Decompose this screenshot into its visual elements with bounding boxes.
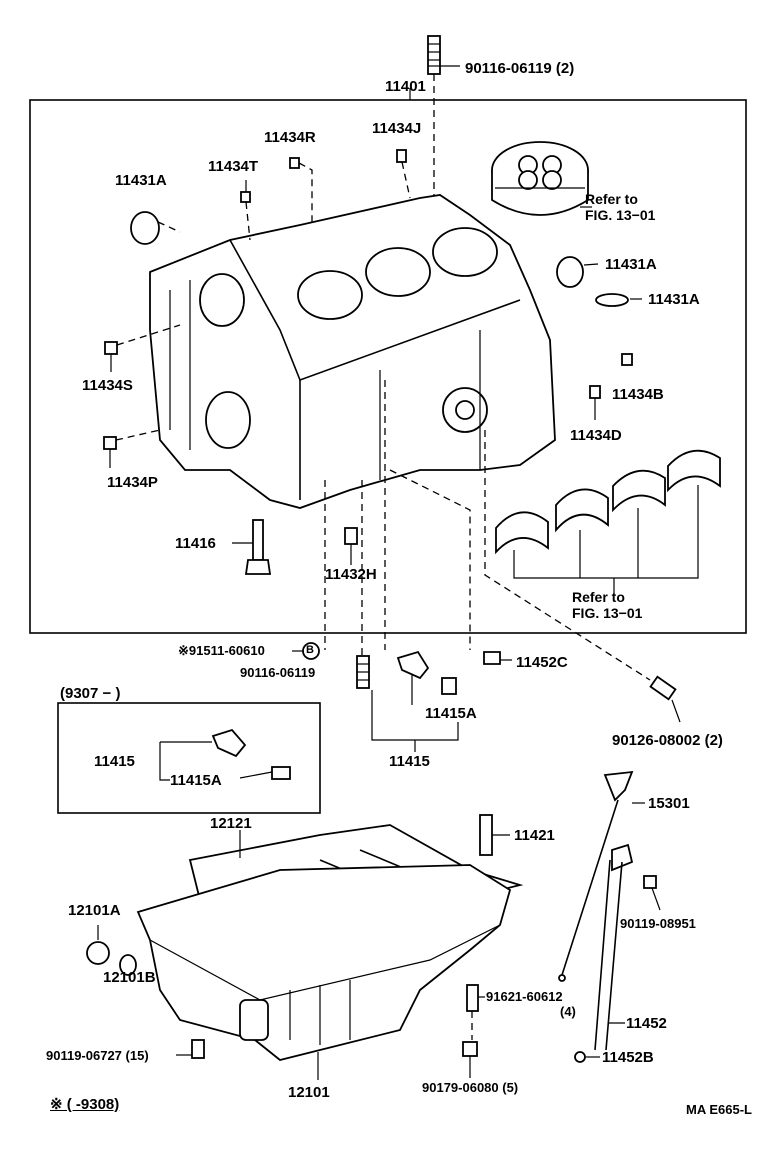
label-91621-qty: (4) bbox=[560, 1004, 576, 1019]
label-11431A-r2: 11431A bbox=[648, 291, 700, 308]
label-11421: 11421 bbox=[514, 827, 555, 844]
oil-pan bbox=[136, 864, 512, 1080]
pin-11434B bbox=[621, 353, 633, 366]
gasket-12101B bbox=[119, 954, 137, 976]
label-11415A-box: 11415A bbox=[170, 772, 222, 789]
label-11415-mid: 11415 bbox=[389, 753, 430, 770]
drain-plug-12101A bbox=[86, 925, 110, 965]
label-12101A: 12101A bbox=[68, 902, 121, 919]
label-range-9307: (9307 − ) bbox=[60, 685, 121, 702]
ring-11431A-r2 bbox=[595, 293, 642, 307]
label-12101B: 12101B bbox=[103, 969, 156, 986]
bolt-11416 bbox=[232, 519, 272, 575]
label-11434J: 11434J bbox=[372, 120, 422, 137]
label-90116-06119: 90116-06119 bbox=[240, 665, 316, 680]
label-11434P: 11434P bbox=[107, 474, 158, 491]
cylinder-block bbox=[149, 194, 556, 509]
label-11416: 11416 bbox=[175, 535, 216, 552]
label-90179-06080: 90179-06080 (5) bbox=[422, 1080, 519, 1095]
label-15301: 15301 bbox=[648, 795, 690, 812]
label-90126-08002: 90126-08002 (2) bbox=[612, 732, 723, 749]
label-12121: 12121 bbox=[210, 815, 252, 832]
label-11434R: 11434R bbox=[264, 129, 316, 146]
nut-90179 bbox=[462, 1041, 478, 1078]
ref-bearing-line1: Refer to bbox=[572, 589, 625, 605]
label-90116-06119-2: 90116-06119 (2) bbox=[465, 60, 575, 77]
plug-11452C bbox=[483, 651, 512, 665]
plug-11431A-r1 bbox=[556, 256, 599, 288]
dipstick bbox=[558, 770, 661, 1063]
ref-bearing: Refer to FIG. 13−01 bbox=[572, 589, 642, 621]
ref-piston: Refer to FIG. 13−01 bbox=[585, 191, 655, 223]
sensor-11415 bbox=[371, 650, 459, 752]
diagram-code: MA E665-L bbox=[686, 1102, 752, 1117]
plug-11431A-left bbox=[130, 211, 181, 245]
label-note-9308: ※ ( -9308) bbox=[50, 1096, 120, 1113]
pin-11434R bbox=[289, 157, 313, 225]
label-11431A-r1: 11431A bbox=[605, 256, 657, 273]
label-12101: 12101 bbox=[288, 1084, 330, 1101]
label-11434S: 11434S bbox=[82, 377, 133, 394]
ref-bearing-line2: FIG. 13−01 bbox=[572, 605, 643, 622]
sensor-11415-variant bbox=[159, 728, 291, 781]
label-90119-06727: 90119-06727 (15) bbox=[46, 1048, 149, 1063]
pin-11434J bbox=[396, 149, 411, 199]
label-11452C: 11452C bbox=[516, 654, 568, 671]
marker-B bbox=[292, 642, 320, 660]
label-11434T: 11434T bbox=[208, 158, 259, 175]
ref-piston-line1: Refer to bbox=[585, 191, 638, 207]
label-11452B: 11452B bbox=[602, 1049, 654, 1066]
pin-11434P bbox=[103, 429, 161, 468]
label-11432H: 11432H bbox=[325, 566, 377, 583]
stud-91621 bbox=[466, 984, 485, 1040]
label-11401: 11401 bbox=[385, 78, 426, 95]
marker-B-letter: B bbox=[306, 644, 314, 656]
label-11415A-mid: 11415A bbox=[425, 705, 477, 722]
label-90119-08951: 90119-08951 bbox=[620, 916, 696, 931]
label-11434D: 11434D bbox=[570, 427, 622, 444]
label-11431A-left: 11431A bbox=[115, 172, 167, 189]
label-11452: 11452 bbox=[626, 1015, 667, 1032]
bolt-90119-06727 bbox=[176, 1039, 205, 1059]
plug-11415A bbox=[441, 677, 457, 695]
block-frame bbox=[29, 99, 747, 634]
valve-11432H bbox=[344, 527, 358, 565]
label-91511-60610: ※91511-60610 bbox=[178, 643, 265, 658]
pin-11434S bbox=[104, 324, 181, 372]
stud-bolt-top bbox=[409, 35, 460, 205]
stud-90116-06119 bbox=[356, 655, 370, 689]
stud-11421 bbox=[479, 814, 510, 856]
pin-11434D bbox=[589, 385, 601, 420]
bearings bbox=[495, 449, 721, 595]
pin-11434T bbox=[240, 180, 251, 241]
label-11415-box: 11415 bbox=[94, 753, 135, 770]
label-91621-60612: 91621-60612 bbox=[486, 989, 563, 1004]
ref-piston-line2: FIG. 13−01 bbox=[585, 207, 656, 224]
piston bbox=[491, 141, 592, 216]
stud-90126 bbox=[649, 675, 681, 723]
variant-box bbox=[57, 702, 321, 814]
label-11434B: 11434B bbox=[612, 386, 664, 403]
